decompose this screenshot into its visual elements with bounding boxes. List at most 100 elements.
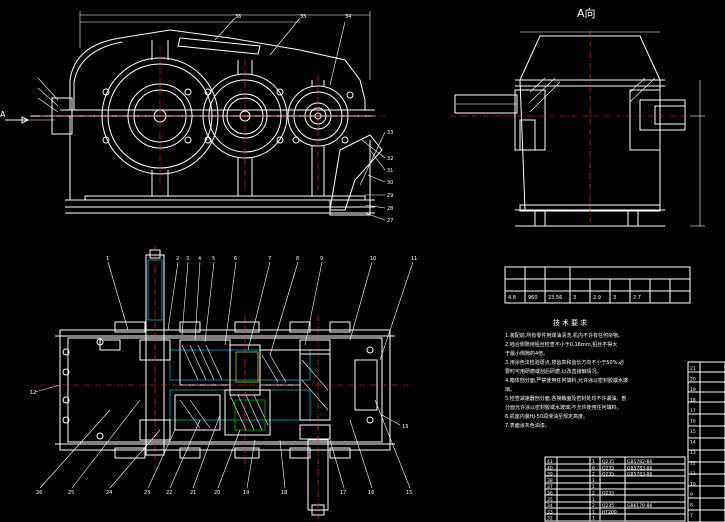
bom-cell: Q235 bbox=[602, 472, 614, 478]
bom-cell: 2 bbox=[592, 491, 595, 497]
bom-cell: Q235 bbox=[602, 491, 614, 497]
bom-item-number: 12 bbox=[690, 461, 696, 467]
callout-number: 36 bbox=[235, 14, 241, 20]
bom-cell: GB5783-86 bbox=[627, 465, 653, 471]
bom-cell: Q235 bbox=[602, 503, 614, 509]
bom-cell: 1 bbox=[592, 484, 595, 490]
callout-number: 22 bbox=[166, 490, 172, 496]
note-line: 于最小侧隙的4倍。 bbox=[505, 351, 549, 357]
bom-item-number: 15 bbox=[690, 429, 696, 435]
bom-cell: 40 bbox=[547, 465, 553, 471]
bom-cell: 36 bbox=[547, 491, 553, 497]
callout-number: 18 bbox=[281, 490, 287, 496]
callout-number: 12 bbox=[30, 390, 36, 396]
callout-number: 1 bbox=[106, 256, 109, 262]
view-label: A向 bbox=[577, 7, 596, 20]
bom-cell: 32 bbox=[547, 516, 553, 522]
callout-number: 9 bbox=[320, 256, 323, 262]
bom-item-number: 20 bbox=[690, 377, 696, 383]
note-line: 7.表面涂灰色油漆。 bbox=[505, 423, 550, 429]
note-line: 2.啮合侧隙用铅丝检查不小于0.16mm,铅丝不得大 bbox=[505, 342, 618, 348]
bom-item-number: 18 bbox=[690, 398, 696, 404]
callout-number: 34 bbox=[345, 14, 351, 20]
bom-item-number: 9 bbox=[690, 492, 693, 498]
note-line: 3.用涂色法检验斑点,按齿高和齿长方向不小于50%,必 bbox=[505, 360, 625, 366]
spec-cell: 23.56 bbox=[548, 295, 562, 301]
bom-cell: 1 bbox=[592, 497, 595, 503]
callout-number: 29 bbox=[387, 193, 393, 199]
note-line: 璃。 bbox=[505, 387, 516, 393]
section-arrow-label: A bbox=[0, 110, 6, 119]
bom-cell: 1 bbox=[592, 509, 595, 515]
callout-number: 31 bbox=[387, 168, 393, 174]
bom-cell: 6 bbox=[592, 465, 595, 471]
notes-title: 技术要求 bbox=[553, 319, 589, 327]
callout-number: 28 bbox=[387, 206, 393, 212]
bom-cell: 1 bbox=[592, 478, 595, 484]
bom-cell: 34 bbox=[547, 503, 553, 509]
bom-cell: 41 bbox=[547, 459, 553, 465]
bom-cell: HT200 bbox=[602, 509, 617, 515]
bom-cell: 2 bbox=[592, 503, 595, 509]
callout-number: 35 bbox=[300, 14, 306, 20]
note-line: 要时可用研磨或刮后研磨,以改善接触情况。 bbox=[505, 369, 602, 375]
bom-cell: 1 bbox=[592, 459, 595, 465]
bom-cell: Q235 bbox=[602, 465, 614, 471]
bom-cell: 2 bbox=[592, 472, 595, 478]
bom-item-number: 10 bbox=[690, 482, 696, 488]
spec-table bbox=[504, 266, 691, 304]
bom-item-number: 16 bbox=[690, 419, 696, 425]
spec-cell: 960 bbox=[528, 295, 538, 301]
callout-number: 33 bbox=[387, 130, 393, 136]
callout-number: 13 bbox=[402, 424, 408, 430]
callout-number: 11 bbox=[411, 256, 417, 262]
callout-number: 32 bbox=[387, 156, 393, 162]
bom-cell: Q235 bbox=[602, 459, 614, 465]
callout-number: 23 bbox=[144, 490, 150, 496]
callout-number: 2 bbox=[176, 256, 179, 262]
bom-cell: 33 bbox=[547, 509, 553, 515]
callout-number: 6 bbox=[234, 256, 237, 262]
bom-item-number: 8 bbox=[690, 503, 693, 509]
spec-cell: 3 bbox=[613, 295, 616, 301]
bom-cell: GB5783-86 bbox=[627, 472, 653, 478]
callout-number: 4 bbox=[198, 256, 201, 262]
note-line: 5.检查减速器剖分面,各接触面及密封处均不许漏油。剖 bbox=[505, 396, 627, 402]
bom-table bbox=[544, 361, 725, 522]
callout-number: 15 bbox=[406, 490, 412, 496]
bom-item-number: 11 bbox=[690, 471, 696, 477]
technical-notes: 1.装配前,所有零件用煤油清洗,机内不许有任何杂物。2.啮合侧隙用铅丝检查不小于… bbox=[505, 332, 683, 431]
bom-item-number: 17 bbox=[690, 408, 696, 414]
bom-item-number: 19 bbox=[690, 387, 696, 393]
spec-cell: 2.9 bbox=[593, 295, 601, 301]
callout-number: 16 bbox=[368, 490, 374, 496]
callout-number: 10 bbox=[370, 256, 376, 262]
callout-number: 25 bbox=[68, 490, 74, 496]
spec-cell: 3 bbox=[573, 295, 576, 301]
spec-cell: 2.7 bbox=[633, 295, 641, 301]
bom-cell: GB6170-86 bbox=[627, 503, 653, 509]
bom-cell: 38 bbox=[547, 478, 553, 484]
callout-number: 30 bbox=[387, 180, 393, 186]
top-section-view bbox=[34, 245, 414, 520]
callout-number: 3 bbox=[186, 256, 189, 262]
side-view-a bbox=[450, 30, 705, 227]
callout-number: 26 bbox=[36, 490, 42, 496]
bom-cell: 37 bbox=[547, 484, 553, 490]
callout-number: 24 bbox=[106, 490, 112, 496]
note-line: 分面允许涂以密封胶或水玻璃,不允许使用任何填料。 bbox=[505, 405, 622, 411]
callout-number: 21 bbox=[190, 490, 196, 496]
note-line: 6.机座内装HJ-50润滑油至规定高度。 bbox=[505, 414, 588, 420]
bom-item-number: 13 bbox=[690, 450, 696, 456]
bom-item-number: 7 bbox=[690, 513, 693, 519]
callout-number: 7 bbox=[268, 256, 271, 262]
bom-cell: 35 bbox=[547, 497, 553, 503]
bom-item-number: 21 bbox=[690, 366, 696, 372]
callout-number: 27 bbox=[387, 218, 393, 224]
bom-cell: 39 bbox=[547, 472, 553, 478]
callout-number: 8 bbox=[296, 256, 299, 262]
callout-number: 5 bbox=[212, 256, 215, 262]
